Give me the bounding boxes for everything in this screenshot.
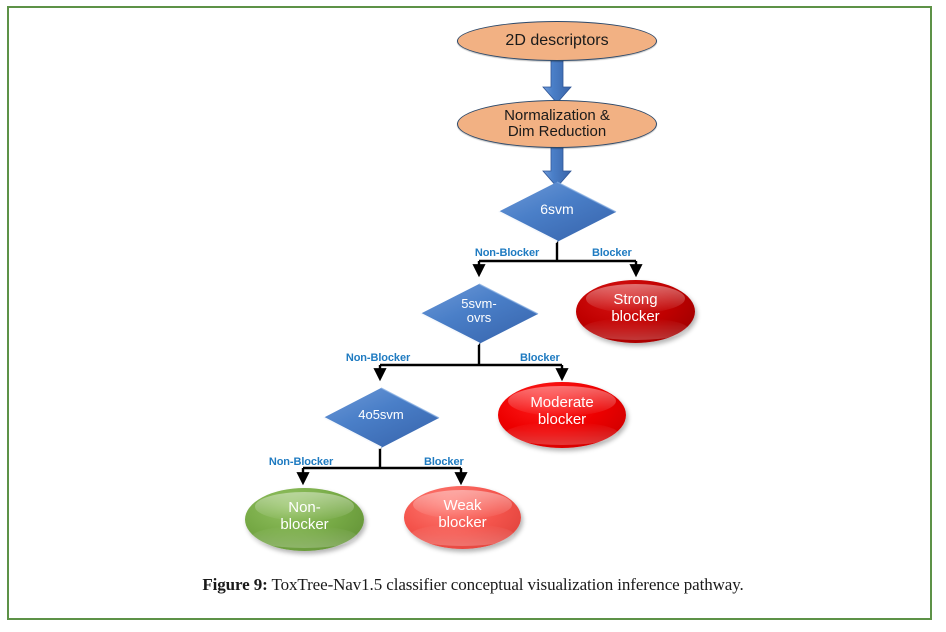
node-weak-blocker-line2: blocker bbox=[438, 514, 487, 532]
edge-label-l1-blocker: Blocker bbox=[592, 247, 632, 259]
node-moderate-blocker[interactable]: Moderate blocker bbox=[498, 382, 626, 448]
node-moderate-blocker-label: Moderate blocker bbox=[498, 394, 626, 429]
diamond-shape-5svm-ovrs bbox=[419, 283, 539, 345]
edge-label-l3-non-blocker: Non-Blocker bbox=[268, 456, 334, 468]
node-weak-blocker-line1: Weak bbox=[443, 497, 482, 514]
block-arrow-preprocess-to-decision1 bbox=[542, 144, 572, 188]
figure-caption: Figure 9: ToxTree-Nav1.5 classifier conc… bbox=[0, 575, 946, 595]
node-moderate-blocker-line1: Moderate bbox=[530, 394, 594, 411]
figure-caption-text: ToxTree-Nav1.5 classifier conceptual vis… bbox=[267, 575, 744, 594]
figure-caption-number: Figure 9: bbox=[202, 575, 268, 594]
node-normalization-line1: Normalization & bbox=[504, 106, 610, 124]
connector-level3 bbox=[296, 448, 468, 486]
node-strong-blocker-line1: Strong bbox=[613, 291, 658, 308]
node-2d-descriptors-label: 2D descriptors bbox=[505, 32, 609, 50]
node-decision-6svm[interactable]: 6svm bbox=[497, 181, 617, 243]
diamond-shape-4o5svm bbox=[322, 387, 440, 449]
node-2d-descriptors[interactable]: 2D descriptors bbox=[457, 21, 657, 61]
node-weak-blocker-label: Weak blocker bbox=[404, 497, 521, 532]
node-strong-blocker[interactable]: Strong blocker bbox=[576, 280, 695, 343]
edge-label-l1-non-blocker: Non-Blocker bbox=[474, 247, 540, 259]
edge-label-l3-blocker: Blocker bbox=[424, 456, 464, 468]
node-weak-blocker[interactable]: Weak blocker bbox=[404, 486, 521, 549]
node-decision-4o5svm[interactable]: 4o5svm bbox=[322, 387, 440, 449]
node-non-blocker[interactable]: Non- blocker bbox=[245, 488, 364, 551]
node-non-blocker-line2: blocker bbox=[280, 516, 329, 534]
node-moderate-blocker-line2: blocker bbox=[537, 411, 587, 429]
node-decision-5svm-ovrs[interactable]: 5svm- ovrs bbox=[419, 283, 539, 345]
node-non-blocker-label: Non- blocker bbox=[245, 499, 364, 534]
connector-level1 bbox=[472, 241, 643, 278]
node-non-blocker-line1: Non- bbox=[288, 499, 321, 516]
edge-label-l2-blocker: Blocker bbox=[520, 352, 560, 364]
diamond-shape-6svm bbox=[497, 181, 617, 243]
block-arrow-input-to-preprocess bbox=[542, 58, 572, 104]
node-normalization-dim-reduction[interactable]: Normalization & Dim Reduction bbox=[457, 100, 657, 148]
node-normalization-line2: Dim Reduction bbox=[507, 123, 607, 140]
connector-level2 bbox=[373, 343, 569, 382]
node-strong-blocker-label: Strong blocker bbox=[576, 291, 695, 326]
node-strong-blocker-line2: blocker bbox=[611, 308, 660, 326]
edge-label-l2-non-blocker: Non-Blocker bbox=[345, 352, 411, 364]
